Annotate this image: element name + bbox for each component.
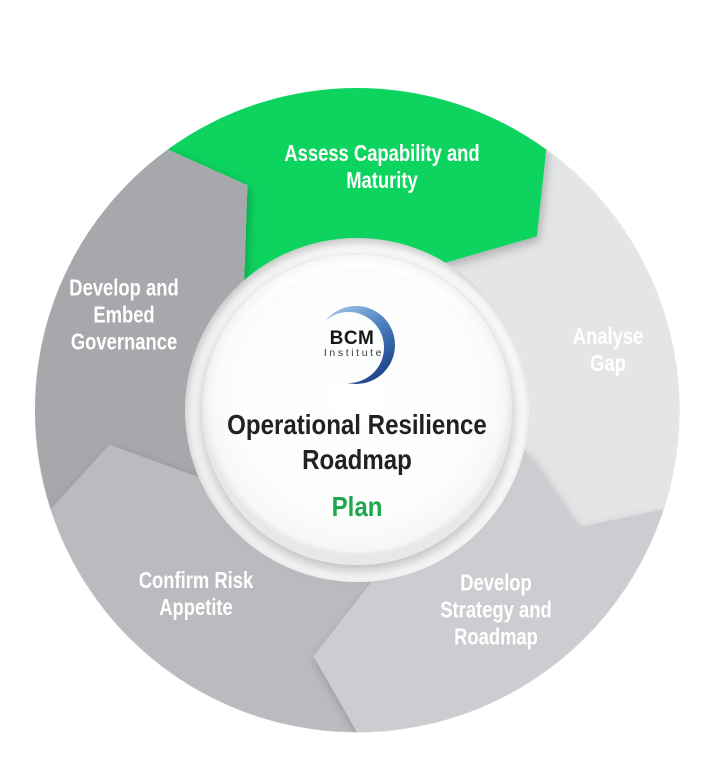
segment-label-develop-strategy-and-roadmap: Develop Strategy and Roadmap	[440, 569, 552, 650]
center-disc	[202, 255, 512, 565]
segment-assess-capability-and-maturity	[167, 88, 547, 281]
center-disc-face	[215, 268, 499, 552]
segment-label-develop-and-embed-governance: Develop and Embed Governance	[69, 274, 179, 355]
bcm-logo-crescent-icon	[313, 306, 395, 384]
bcm-logo-text: BCM	[329, 328, 375, 349]
center-text-block: Operational Resilience Roadmap Plan	[227, 389, 487, 542]
segment-develop-and-embed-governance	[35, 149, 248, 510]
segment-label-assess-capability-and-maturity: Assess Capability and Maturity	[284, 140, 480, 193]
segment-label-analyse-gap: Analyse Gap	[572, 323, 644, 376]
phase-label: Plan	[331, 491, 383, 522]
segment-label-confirm-risk-appetite: Confirm Risk Appetite	[138, 567, 254, 620]
segment-confirm-risk-appetite	[50, 444, 372, 732]
segment-analyse-gap	[445, 149, 679, 528]
crescent-inner	[313, 312, 384, 383]
wheel-segments	[35, 88, 679, 732]
diagram-title: Operational Resilience Roadmap	[227, 409, 487, 475]
bcm-logo-subtext: Institute	[323, 347, 385, 359]
segment-develop-strategy-and-roadmap	[313, 448, 664, 732]
